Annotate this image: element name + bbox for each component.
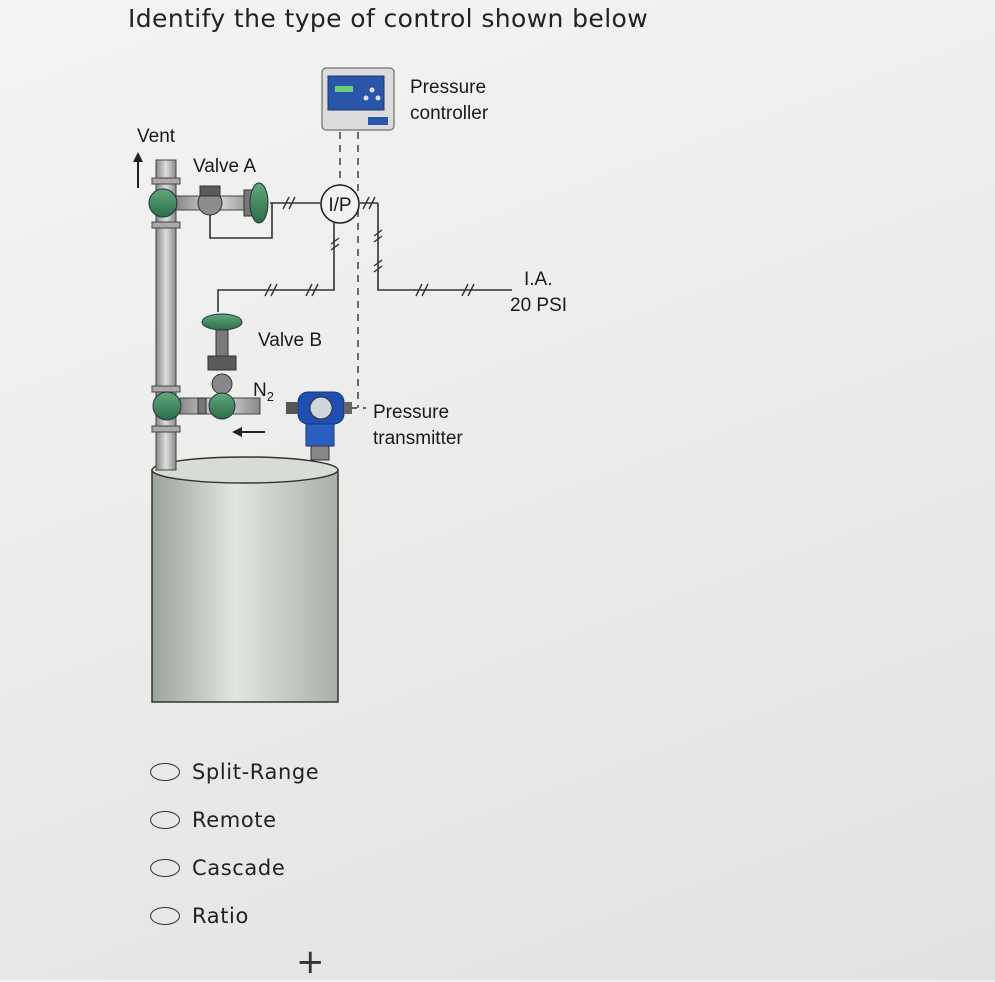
option-label: Remote [192, 808, 277, 832]
question-text: Identify the type of control shown below [128, 4, 649, 33]
ia-label-line1: I.A. [524, 269, 553, 290]
transmitter-label-line1: Pressure [373, 402, 449, 423]
answer-options: Split-Range Remote Cascade Ratio [150, 748, 319, 940]
tank [151, 456, 339, 703]
option-ratio[interactable]: Ratio [150, 892, 319, 940]
valve-b-label: Valve B [258, 330, 322, 351]
radio-button[interactable] [150, 811, 180, 829]
option-split-range[interactable]: Split-Range [150, 748, 319, 796]
option-remote[interactable]: Remote [150, 796, 319, 844]
pressure-controller [321, 67, 395, 131]
radio-button[interactable] [150, 763, 180, 781]
radio-button[interactable] [150, 907, 180, 925]
valve-b [152, 313, 261, 421]
valve-a [148, 182, 269, 224]
option-label: Split-Range [192, 760, 320, 784]
vent-label: Vent [137, 126, 176, 147]
electrical-signal-lines [339, 132, 366, 409]
transmitter-label-line2: transmitter [373, 428, 463, 449]
n2-flow-arrow-icon [232, 427, 265, 437]
radio-button[interactable] [150, 859, 180, 877]
n2-label: N2 [253, 380, 274, 404]
pneumatic-lines [209, 202, 512, 312]
ip-label: I/P [328, 195, 351, 216]
controller-label-line1: Pressure [410, 77, 486, 98]
vent-arrow-icon [133, 152, 143, 188]
option-label: Cascade [192, 856, 286, 880]
ia-label-line2: 20 PSI [510, 295, 567, 316]
valve-a-label: Valve A [193, 156, 256, 177]
control-diagram: I/P Vent Valve A Valve B N2 Pressure con… [133, 67, 567, 703]
ip-converter: I/P [320, 184, 360, 224]
pressure-transmitter [286, 391, 352, 461]
add-button[interactable]: + [296, 942, 325, 982]
option-label: Ratio [192, 904, 249, 928]
option-cascade[interactable]: Cascade [150, 844, 319, 892]
controller-label-line2: controller [410, 103, 489, 124]
pneumatic-hash-marks [264, 196, 475, 297]
